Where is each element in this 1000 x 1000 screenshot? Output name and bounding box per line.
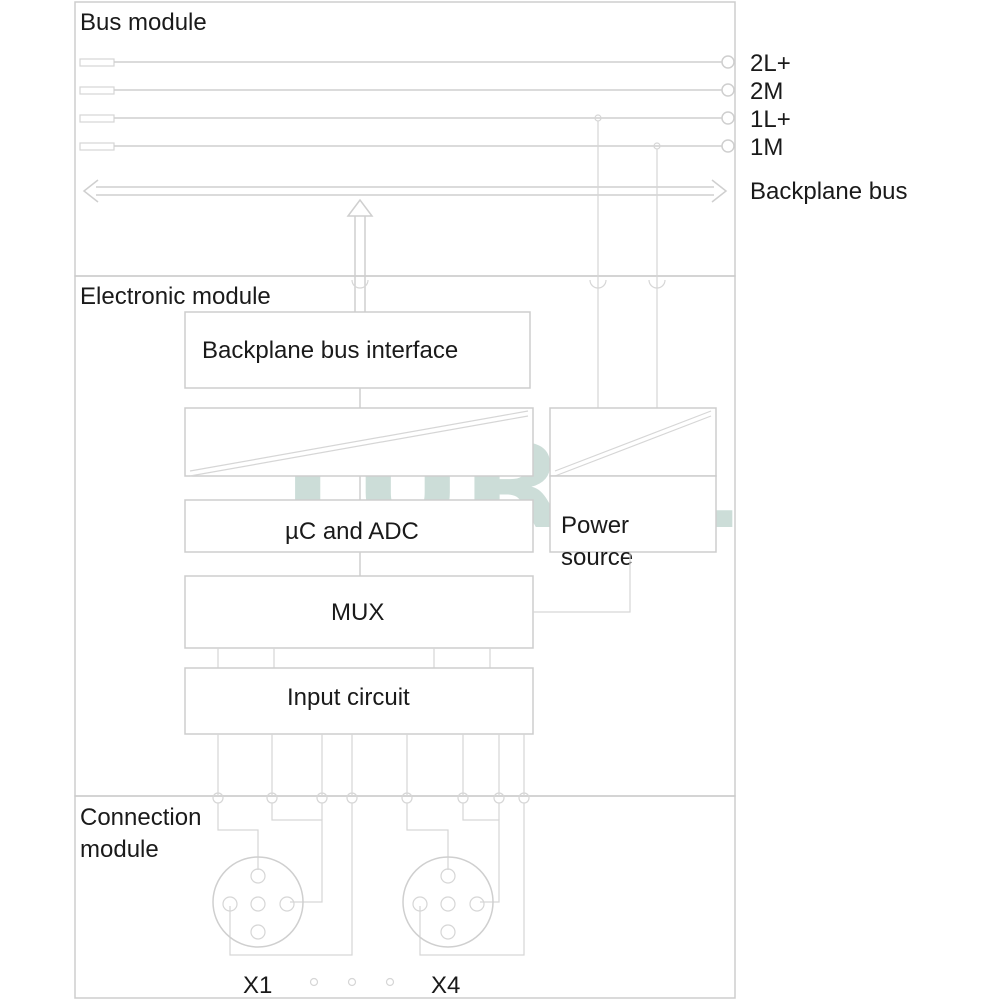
backplane-bus-label: Backplane bus — [750, 178, 907, 205]
terminal-label-1m: 1M — [750, 134, 783, 161]
bus-interface-link — [346, 198, 374, 312]
input-circuit-box — [184, 667, 534, 735]
input-lines — [217, 734, 525, 796]
uc-adc-box — [184, 499, 534, 553]
terminal-label-2l-plus: 2L+ — [750, 50, 791, 77]
rail-stub-2l-plus — [79, 58, 115, 67]
power-source-box — [549, 475, 717, 553]
connector-x1-label: X1 — [243, 972, 272, 999]
mux-label: MUX — [331, 599, 384, 626]
input-circuit-label: Input circuit — [287, 684, 410, 711]
power-source-label-line2: source — [561, 544, 633, 571]
x4-wiring — [406, 803, 525, 956]
power-tap-lines — [589, 114, 666, 408]
backplane-bus-arrow — [82, 179, 728, 203]
connector-ellipsis-icon — [309, 977, 395, 987]
connection-module-title-line1: Connection — [80, 804, 201, 831]
power-source-label-line1: Power — [561, 512, 629, 539]
module-plug-contacts — [212, 792, 530, 804]
mux-box — [184, 575, 534, 649]
connector-x4-icon — [402, 856, 494, 948]
supply-rails — [79, 55, 735, 153]
backplane-interface-label: Backplane bus interface — [202, 337, 458, 364]
bus-module-frame — [74, 1, 736, 277]
rail-stub-1m — [79, 142, 115, 151]
power-feed-line — [533, 552, 631, 613]
terminal-1m-icon — [721, 139, 735, 153]
terminal-label-2m: 2M — [750, 78, 783, 105]
electronic-module-title: Electronic module — [80, 283, 271, 310]
connector-x1-icon — [212, 856, 304, 948]
terminal-1l-plus-icon — [721, 111, 735, 125]
bus-module-title: Bus module — [80, 9, 207, 36]
connector-x4-label: X4 — [431, 972, 460, 999]
terminal-2m-icon — [721, 83, 735, 97]
connection-module-title-line2: module — [80, 836, 159, 863]
mux-input-channels — [217, 648, 491, 668]
terminal-2l-plus-icon — [721, 55, 735, 69]
isolation-block-right — [549, 407, 717, 477]
isolation-block-left — [184, 407, 534, 477]
rail-stub-1l-plus — [79, 114, 115, 123]
uc-adc-label: µC and ADC — [285, 518, 419, 545]
terminal-label-1l-plus: 1L+ — [750, 106, 791, 133]
rail-stub-2m — [79, 86, 115, 95]
connection-module-frame — [74, 795, 736, 999]
x1-wiring — [217, 803, 353, 956]
backplane-interface-box — [184, 311, 531, 389]
